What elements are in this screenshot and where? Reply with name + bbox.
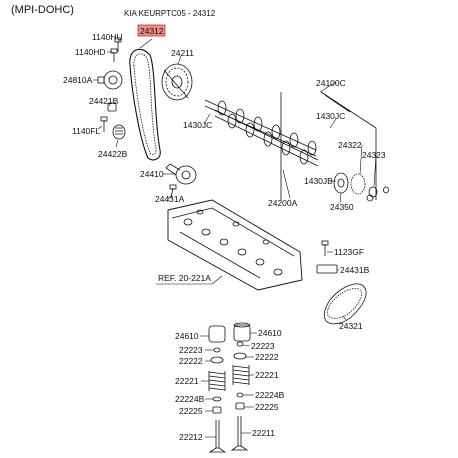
spring-seat-right[interactable] (236, 392, 244, 398)
label-24312[interactable]: 24312 (140, 26, 164, 36)
bolt-1140hd[interactable] (110, 48, 118, 62)
valve-keeper-right[interactable] (236, 341, 244, 347)
label-1430jc-right[interactable]: 1430JC (316, 111, 345, 121)
timing-belt[interactable] (129, 48, 161, 161)
label-22224b-left[interactable]: 22224B (175, 394, 205, 404)
label-22222-right[interactable]: 22222 (255, 352, 279, 362)
valve-seal-left[interactable] (212, 406, 222, 414)
intake-valve[interactable] (230, 416, 249, 451)
label-1140fl[interactable]: 1140FL (72, 126, 100, 136)
label-24610-left[interactable]: 24610 (175, 331, 199, 341)
label-24610-right[interactable]: 24610 (258, 328, 282, 338)
label-24810a[interactable]: 24810A (63, 75, 93, 85)
label-24431a[interactable]: 24431A (155, 194, 185, 204)
spring-retainer-right[interactable] (233, 352, 247, 360)
bolt-1430jb[interactable] (366, 194, 374, 202)
cam-sprocket[interactable] (333, 172, 349, 194)
valve-keeper-left[interactable] (213, 347, 221, 353)
leader-lines (93, 38, 377, 438)
highlight-box (137, 24, 166, 37)
label-24100c[interactable]: 24100C (316, 78, 346, 88)
label-24211[interactable]: 24211 (171, 48, 194, 58)
document-id-label: KIA KEURPTC05 - 24312 (124, 9, 216, 18)
exhaust-camshaft[interactable] (204, 99, 317, 157)
label-22222-left[interactable]: 22222 (179, 356, 203, 366)
idler-pulley[interactable] (97, 70, 123, 90)
bolt-24431a[interactable] (169, 184, 177, 199)
label-22212[interactable]: 22212 (179, 432, 203, 442)
intake-camshaft[interactable] (214, 109, 319, 167)
label-24322[interactable]: 24322 (338, 140, 362, 150)
label-22225-right[interactable]: 22225 (255, 402, 279, 412)
label-24421b[interactable]: 24421B (89, 96, 119, 106)
engine-type-label: (MPI-DOHC) (11, 4, 74, 16)
exhaust-valve[interactable] (208, 420, 227, 453)
label-22225-left[interactable]: 22225 (179, 406, 203, 416)
valve-lifter-right[interactable] (233, 322, 251, 342)
cylinder-head (167, 199, 303, 291)
tensioner-spring[interactable] (112, 124, 126, 140)
label-22221-right[interactable]: 22221 (255, 370, 279, 380)
label-22224b-right[interactable]: 22224B (255, 390, 285, 400)
label-22223-left[interactable]: 22223 (179, 345, 203, 355)
label-24323[interactable]: 24323 (362, 150, 386, 160)
label-24200a[interactable]: 24200A (268, 198, 298, 208)
label-1140hu[interactable]: 1140HU (92, 32, 123, 42)
bolt-1140fl[interactable] (100, 116, 108, 132)
label-24422b[interactable]: 24422B (98, 149, 128, 159)
label-24350[interactable]: 24350 (330, 202, 354, 212)
bolt-1123gf[interactable] (321, 240, 329, 256)
chain-guide[interactable] (316, 264, 338, 274)
valve-spring-right[interactable] (232, 365, 250, 385)
label-24431b[interactable]: 24431B (340, 265, 370, 275)
tensioner-spacer[interactable] (107, 102, 117, 112)
valve-spring-left[interactable] (208, 371, 226, 391)
label-1123gf[interactable]: 1123GF (334, 247, 364, 257)
label-24321[interactable]: 24321 (339, 321, 363, 331)
cam-gear-24322[interactable] (350, 173, 366, 195)
timing-chain[interactable] (323, 283, 367, 325)
spring-retainer-left[interactable] (210, 356, 224, 364)
label-ref-20-221a[interactable]: REF. 20-221A (158, 273, 211, 283)
label-22223-right[interactable]: 22223 (251, 341, 275, 351)
belt-tensioner[interactable] (165, 163, 197, 185)
label-1140hd[interactable]: 1140HD (75, 47, 106, 57)
camshaft-sprocket[interactable] (161, 63, 193, 101)
valve-seal-right[interactable] (235, 402, 245, 410)
spring-seat-left[interactable] (212, 396, 222, 402)
label-22211[interactable]: 22211 (252, 428, 275, 438)
label-24410[interactable]: 24410 (140, 169, 164, 179)
label-22221-left[interactable]: 22221 (175, 376, 199, 386)
label-1430jb[interactable]: 1430JB (304, 176, 333, 186)
valve-lifter-left[interactable] (208, 325, 226, 343)
label-1430jc-left[interactable]: 1430JC (183, 120, 212, 130)
bolt-1140hu[interactable] (114, 37, 122, 52)
